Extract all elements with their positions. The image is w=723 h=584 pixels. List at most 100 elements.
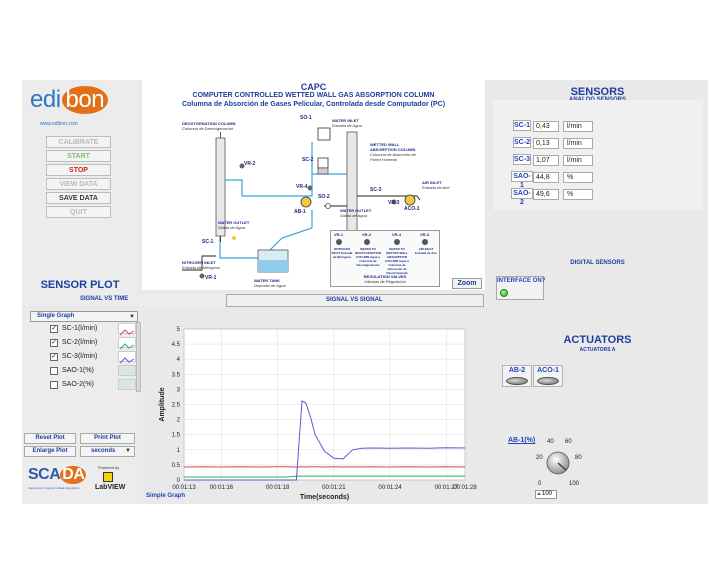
label-vr1: VR-1 (205, 275, 217, 281)
logo-edi: edi (30, 86, 61, 113)
labview-logo: LabVIEW (95, 484, 126, 491)
reset-plot-button[interactable]: Reset Plot (24, 433, 76, 444)
label-water-inlet: WATER INLET Entrada de Agua (332, 118, 362, 128)
aco1-toggle[interactable] (537, 377, 559, 385)
scada-logo-sc: SCA (28, 466, 61, 483)
y-tick-label: 1 (177, 448, 181, 454)
knob-tick-60: 60 (565, 439, 572, 445)
sensors-title: SENSORS (570, 86, 625, 98)
x-tick-label: 00:01:16 (210, 485, 234, 491)
legend-swatch-sc3[interactable] (118, 351, 136, 364)
legend-checkbox-sao1[interactable] (50, 367, 58, 375)
y-tick-label: 4 (177, 357, 181, 363)
legend-swatch-sao1[interactable] (118, 365, 136, 376)
label-tank-en: WATER TANK (254, 278, 281, 283)
tab-signal-vs-signal[interactable]: SIGNAL VS SIGNAL (326, 297, 383, 303)
label-deox-en: DEOXYGENATION COLUMN (182, 121, 236, 126)
x-axis-label: Time(seconds) (300, 494, 349, 501)
ab1-value-field[interactable]: 100 (535, 490, 557, 499)
valve-desc-vr2: WATER TO DEOXYGENATION COLUMN Agua a Col… (355, 247, 382, 267)
sensor-value-sao2: 49,6 (533, 189, 559, 200)
label-deox: DEOXYGENATION COLUMN Columna de Desoxige… (182, 121, 235, 131)
legend-label-sc1: SC-1(l/min) (62, 325, 98, 332)
x-tick-label: 00:01:27 (435, 485, 459, 491)
label-aco1: ACO-1 (404, 206, 420, 212)
sensor-value-sao1: 44,8 (533, 172, 559, 183)
legend-swatch-sc1[interactable] (118, 323, 136, 336)
ab1-knob[interactable] (534, 436, 582, 488)
knob-tick-40: 40 (547, 439, 554, 445)
label-wetted: WETTED WALL ABSORPTION COLUMN Columna de… (370, 142, 420, 162)
legend-checkbox-sao2[interactable] (50, 381, 58, 389)
knob-tick-80: 80 (575, 455, 582, 461)
zoom-button[interactable]: Zoom (452, 278, 482, 289)
graph-mode-select[interactable]: Single Graph ▼ (30, 311, 138, 322)
so1-sensor-box (317, 127, 331, 141)
sensor-id-sc3: SC-3 (513, 154, 531, 165)
label-water-outlet-1-en: WATER OUTLET (218, 220, 250, 225)
sensor-unit-sao1: % (563, 172, 593, 183)
view-data-button[interactable]: VIEW DATA (46, 178, 111, 190)
label-so1: SO-1 (300, 115, 312, 121)
label-so2-text: SO (318, 194, 326, 200)
legend-label-sc3: SC-3(l/min) (62, 353, 98, 360)
vr3-valve (391, 199, 397, 205)
ab1-value-stepper-icon[interactable] (537, 492, 541, 495)
ab2-button[interactable]: AB-2 (502, 365, 532, 387)
ab1-knob-label: AB-1(%) (508, 437, 536, 444)
print-plot-button[interactable]: Print Plot (80, 433, 135, 444)
time-unit-select[interactable]: seconds ▼ (80, 446, 135, 457)
interface-label: INTERFACE ON? (497, 278, 546, 284)
legend-scrollbar[interactable] (136, 322, 141, 392)
valves-footer-es: Válvulas de Regulación (364, 279, 406, 284)
stop-button[interactable]: STOP (46, 164, 111, 176)
enlarge-plot-button[interactable]: Enlarge Plot (24, 446, 76, 457)
graph-mode-value: Single Graph (37, 313, 75, 319)
label-water-outlet-1-es: Salida de Agua (218, 225, 245, 230)
tab-signal-vs-signal-box[interactable] (226, 294, 484, 307)
start-button[interactable]: START (46, 150, 111, 162)
knob-tick-0: 0 (538, 481, 542, 487)
chevron-down-icon[interactable]: ▼ (129, 314, 135, 320)
label-water-outlet-2-en: WATER OUTLET (340, 208, 372, 213)
valve-vr2-name: VR-2 (362, 232, 372, 237)
sensor-unit-sc3: l/min (563, 155, 593, 166)
legend-checkbox-sc3[interactable]: ✓ (50, 353, 58, 361)
legend-swatch-sc2[interactable] (118, 337, 136, 350)
legend-checkbox-sc2[interactable]: ✓ (50, 339, 58, 347)
ab2-toggle[interactable] (506, 377, 528, 385)
time-unit-value: seconds (91, 448, 116, 454)
ab1-value-text: 100 (542, 491, 553, 497)
label-vr4: VR-4 (296, 184, 308, 190)
legend-checkbox-sc1[interactable]: ✓ (50, 325, 58, 333)
legend-label-sao1: SAO-1(%) (62, 367, 94, 374)
x-tick-label: 00:01:28 (453, 485, 477, 491)
save-data-button[interactable]: SAVE DATA (46, 192, 111, 204)
label-wetted-en: WETTED WALL ABSORPTION COLUMN (370, 142, 416, 152)
aco1-button[interactable]: ACO-1 (533, 365, 563, 387)
y-tick-label: 3.5 (172, 372, 181, 378)
legend-swatch-sao2[interactable] (118, 379, 136, 390)
valve-led-vr3 (422, 239, 428, 245)
vr1-valve (199, 273, 205, 279)
logo-bon: bon (61, 86, 109, 114)
sensor-unit-sao2: % (563, 189, 593, 200)
quit-button[interactable]: QUIT (46, 206, 111, 218)
valve-indicators (336, 239, 428, 245)
vr4-valve (307, 185, 313, 191)
label-water-outlet-2: WATER OUTLET Salida de Agua (340, 208, 371, 218)
sensor-id-sao2: SAO-2 (511, 188, 533, 206)
label-nitrogen: NITROGEN INLET Entrada de Nitrogeno (182, 260, 220, 270)
tab-signal-vs-time[interactable]: SIGNAL VS TIME (80, 296, 129, 302)
label-sc3: SC-3 (370, 187, 382, 193)
aco1-label: ACO-1 (537, 367, 559, 374)
y-tick-label: 2.5 (172, 403, 181, 409)
x-tick-label: 00:01:24 (378, 485, 402, 491)
valve-vr4: VR-4 (392, 232, 401, 237)
calibrate-button[interactable]: CALIBRATE (46, 136, 111, 148)
sensor-id-sao1: SAO-1 (511, 171, 533, 189)
chevron-down-icon[interactable]: ▼ (125, 448, 131, 454)
label-water-outlet-1: WATER OUTLET Salida de Agua (218, 220, 249, 230)
